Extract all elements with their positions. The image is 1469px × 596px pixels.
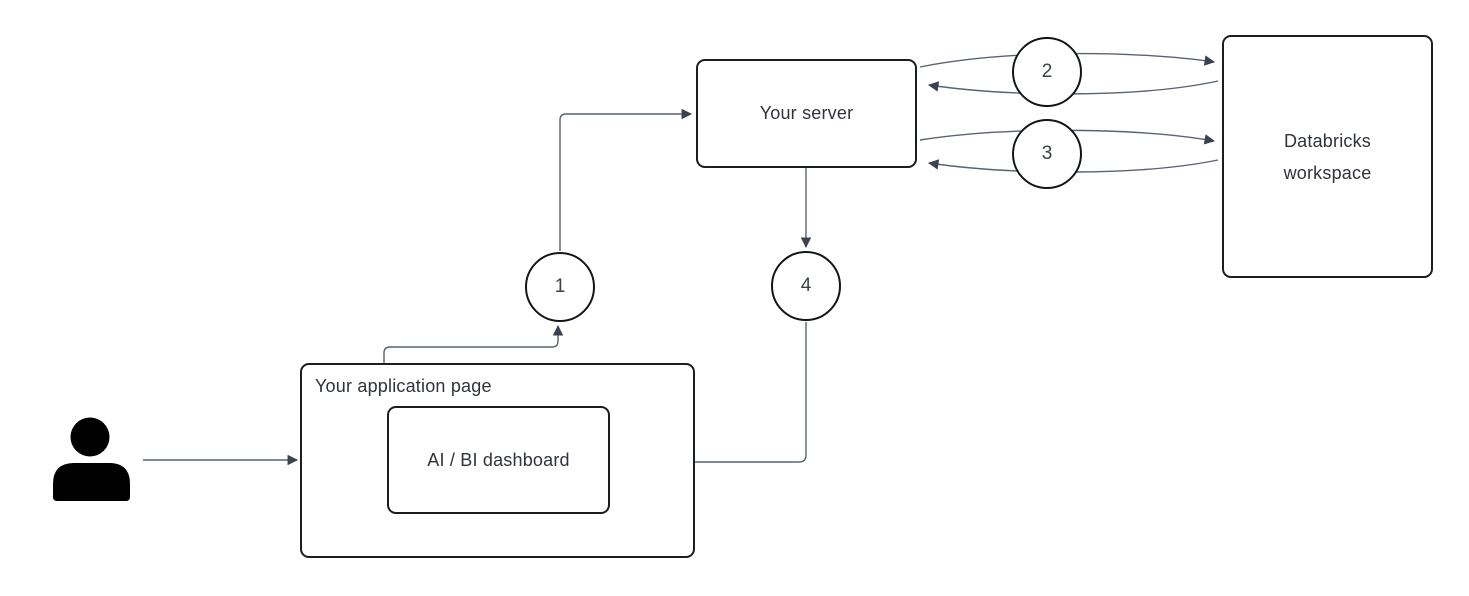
workspace-node[interactable]: Databricks workspace bbox=[1222, 35, 1433, 278]
workspace-label: Databricks workspace bbox=[1284, 125, 1372, 189]
arrow-step-1-to-server bbox=[559, 108, 693, 251]
server-label: Your server bbox=[759, 103, 854, 123]
server-node[interactable]: Your server bbox=[696, 59, 917, 168]
step-badge-2: 2 bbox=[1012, 37, 1082, 107]
dashboard-node[interactable]: AI / BI dashboard bbox=[387, 406, 610, 514]
arrow-step-4-to-dashboard bbox=[613, 322, 807, 468]
step-number: 1 bbox=[554, 276, 566, 297]
step-badge-4: 4 bbox=[771, 251, 841, 321]
arrow-workspace-to-server-step-2 bbox=[927, 80, 1219, 95]
user-icon bbox=[52, 417, 131, 502]
step-number: 2 bbox=[1041, 61, 1053, 82]
workspace-label-line-2: workspace bbox=[1283, 162, 1372, 183]
workspace-label-line-1: Databricks bbox=[1283, 130, 1372, 151]
step-badge-1: 1 bbox=[525, 252, 595, 322]
dashboard-label: AI / BI dashboard bbox=[427, 449, 570, 470]
arrow-app-page-to-step-1 bbox=[383, 324, 564, 363]
person-silhouette-icon bbox=[53, 417, 130, 501]
app-page-label: Your application page bbox=[315, 376, 492, 396]
step-number: 3 bbox=[1041, 143, 1053, 164]
step-number: 4 bbox=[800, 275, 812, 296]
app-page-node[interactable]: Your application page bbox=[300, 363, 695, 558]
step-badge-3: 3 bbox=[1012, 119, 1082, 189]
